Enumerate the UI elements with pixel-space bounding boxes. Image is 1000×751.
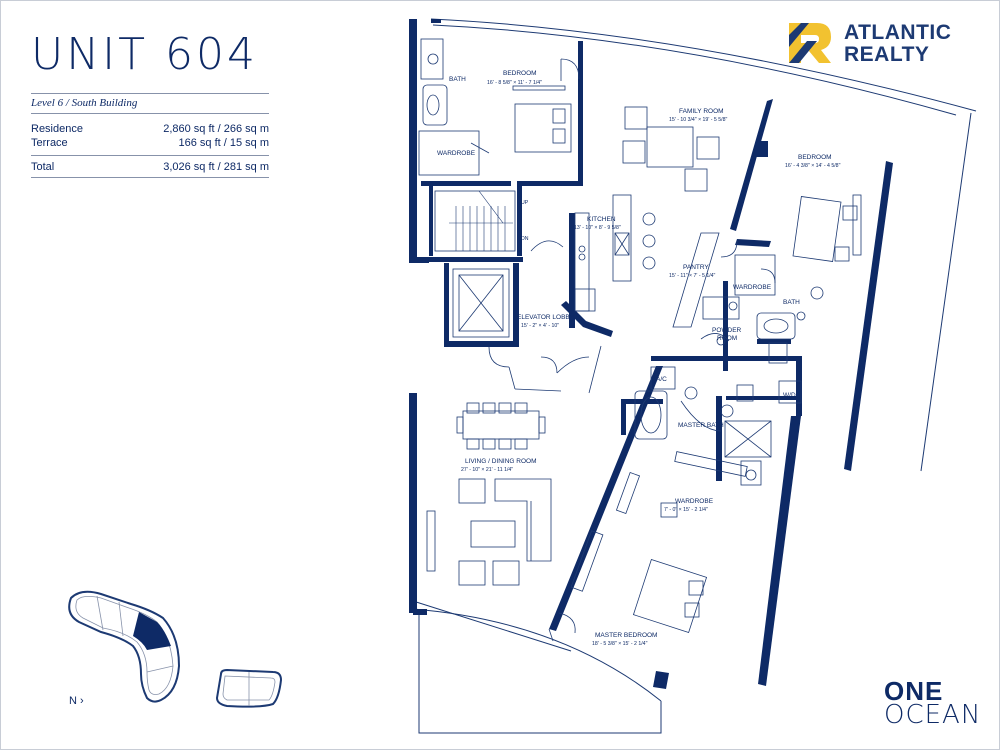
- room-label-family-room: FAMILY ROOM: [679, 108, 724, 115]
- room-dim-wardrobe-3: 7' - 0" × 15' - 2 1/4": [664, 507, 708, 513]
- area-value: 3,026 sq ft / 281 sq m: [163, 161, 269, 173]
- room-dim-living-dining: 27' - 10" × 21' - 11 1/4": [461, 467, 513, 473]
- room-label-master-bath: MASTER BATH: [678, 422, 724, 429]
- room-label-powder: POWDER: [712, 327, 742, 334]
- brand-line-1: ATLANTIC: [844, 21, 952, 44]
- room-label-powder-room: ROOM: [717, 335, 737, 342]
- north-label: N: [69, 695, 77, 707]
- room-label-living-dining: LIVING / DINING ROOM: [465, 458, 537, 465]
- one-ocean-logo: ONE OCEAN: [884, 676, 982, 730]
- project-line-2: OCEAN: [884, 700, 982, 730]
- brand-line-2: REALTY: [844, 43, 930, 66]
- area-label: Residence: [31, 123, 83, 135]
- key-plan: [68, 590, 283, 708]
- atlantic-realty-logo-icon: [787, 21, 833, 65]
- room-label-bedroom-2: BEDROOM: [798, 154, 832, 161]
- room-dim-elevator-lobby: 15' - 2" × 4' - 10": [521, 323, 559, 329]
- title-rule: [31, 93, 269, 94]
- room-label-bedroom: BEDROOM: [503, 70, 537, 77]
- room-dim-family-room: 15' - 10 3/4" × 19' - 5 5/8": [669, 117, 727, 123]
- room-dim-kitchen: 13' - 10" × 8' - 9 5/8": [574, 225, 621, 231]
- stair-up-label: UP: [521, 200, 529, 206]
- bottom-rule: [31, 177, 269, 178]
- level-rule: [31, 113, 269, 114]
- unit-title: UNIT 604: [31, 29, 258, 80]
- north-arrow-icon: ›: [80, 695, 84, 707]
- area-value: 166 sq ft / 15 sq m: [178, 137, 270, 149]
- room-label-wardrobe-3: WARDROBE: [675, 498, 714, 505]
- room-label-wardrobe-2: WARDROBE: [733, 284, 772, 291]
- room-label-wd: W/D: [783, 392, 796, 399]
- room-label-bath-2: BATH: [783, 299, 800, 306]
- room-label-kitchen: KITCHEN: [587, 216, 616, 223]
- total-rule: [31, 155, 269, 156]
- room-dim-bedroom: 16' - 8 5/8" × 11' - 7 1/4": [487, 80, 542, 86]
- room-label-elevator-lobby: ELEVATOR LOBBY: [517, 314, 575, 321]
- room-dim-pantry: 15' - 11" × 7' - 5 1/4": [669, 273, 716, 279]
- project-line-1: ONE: [884, 676, 944, 706]
- area-label: Total: [31, 161, 55, 173]
- room-label-bath: BATH: [449, 76, 466, 83]
- room-dim-master-bedroom: 18' - 5 3/8" × 15' - 2 1/4": [592, 641, 648, 647]
- level-building: Level 6 / South Building: [31, 97, 138, 109]
- room-dim-bedroom-2: 16' - 4 3/8" × 14' - 4 5/8": [785, 163, 841, 169]
- room-label-ac-1: A/C: [656, 376, 667, 383]
- brand-name: ATLANTIC REALTY: [844, 22, 951, 66]
- room-label-wardrobe: WARDROBE: [437, 150, 476, 157]
- area-label: Terrace: [31, 137, 68, 149]
- stair-down-label: DN: [521, 236, 529, 242]
- north-indicator: N ›: [69, 695, 84, 707]
- room-label-pantry: PANTRY: [683, 264, 709, 271]
- room-label-ac-2: A/C: [772, 356, 783, 363]
- area-value: 2,860 sq ft / 266 sq m: [163, 123, 269, 135]
- room-label-master-bedroom: MASTER BEDROOM: [595, 632, 657, 639]
